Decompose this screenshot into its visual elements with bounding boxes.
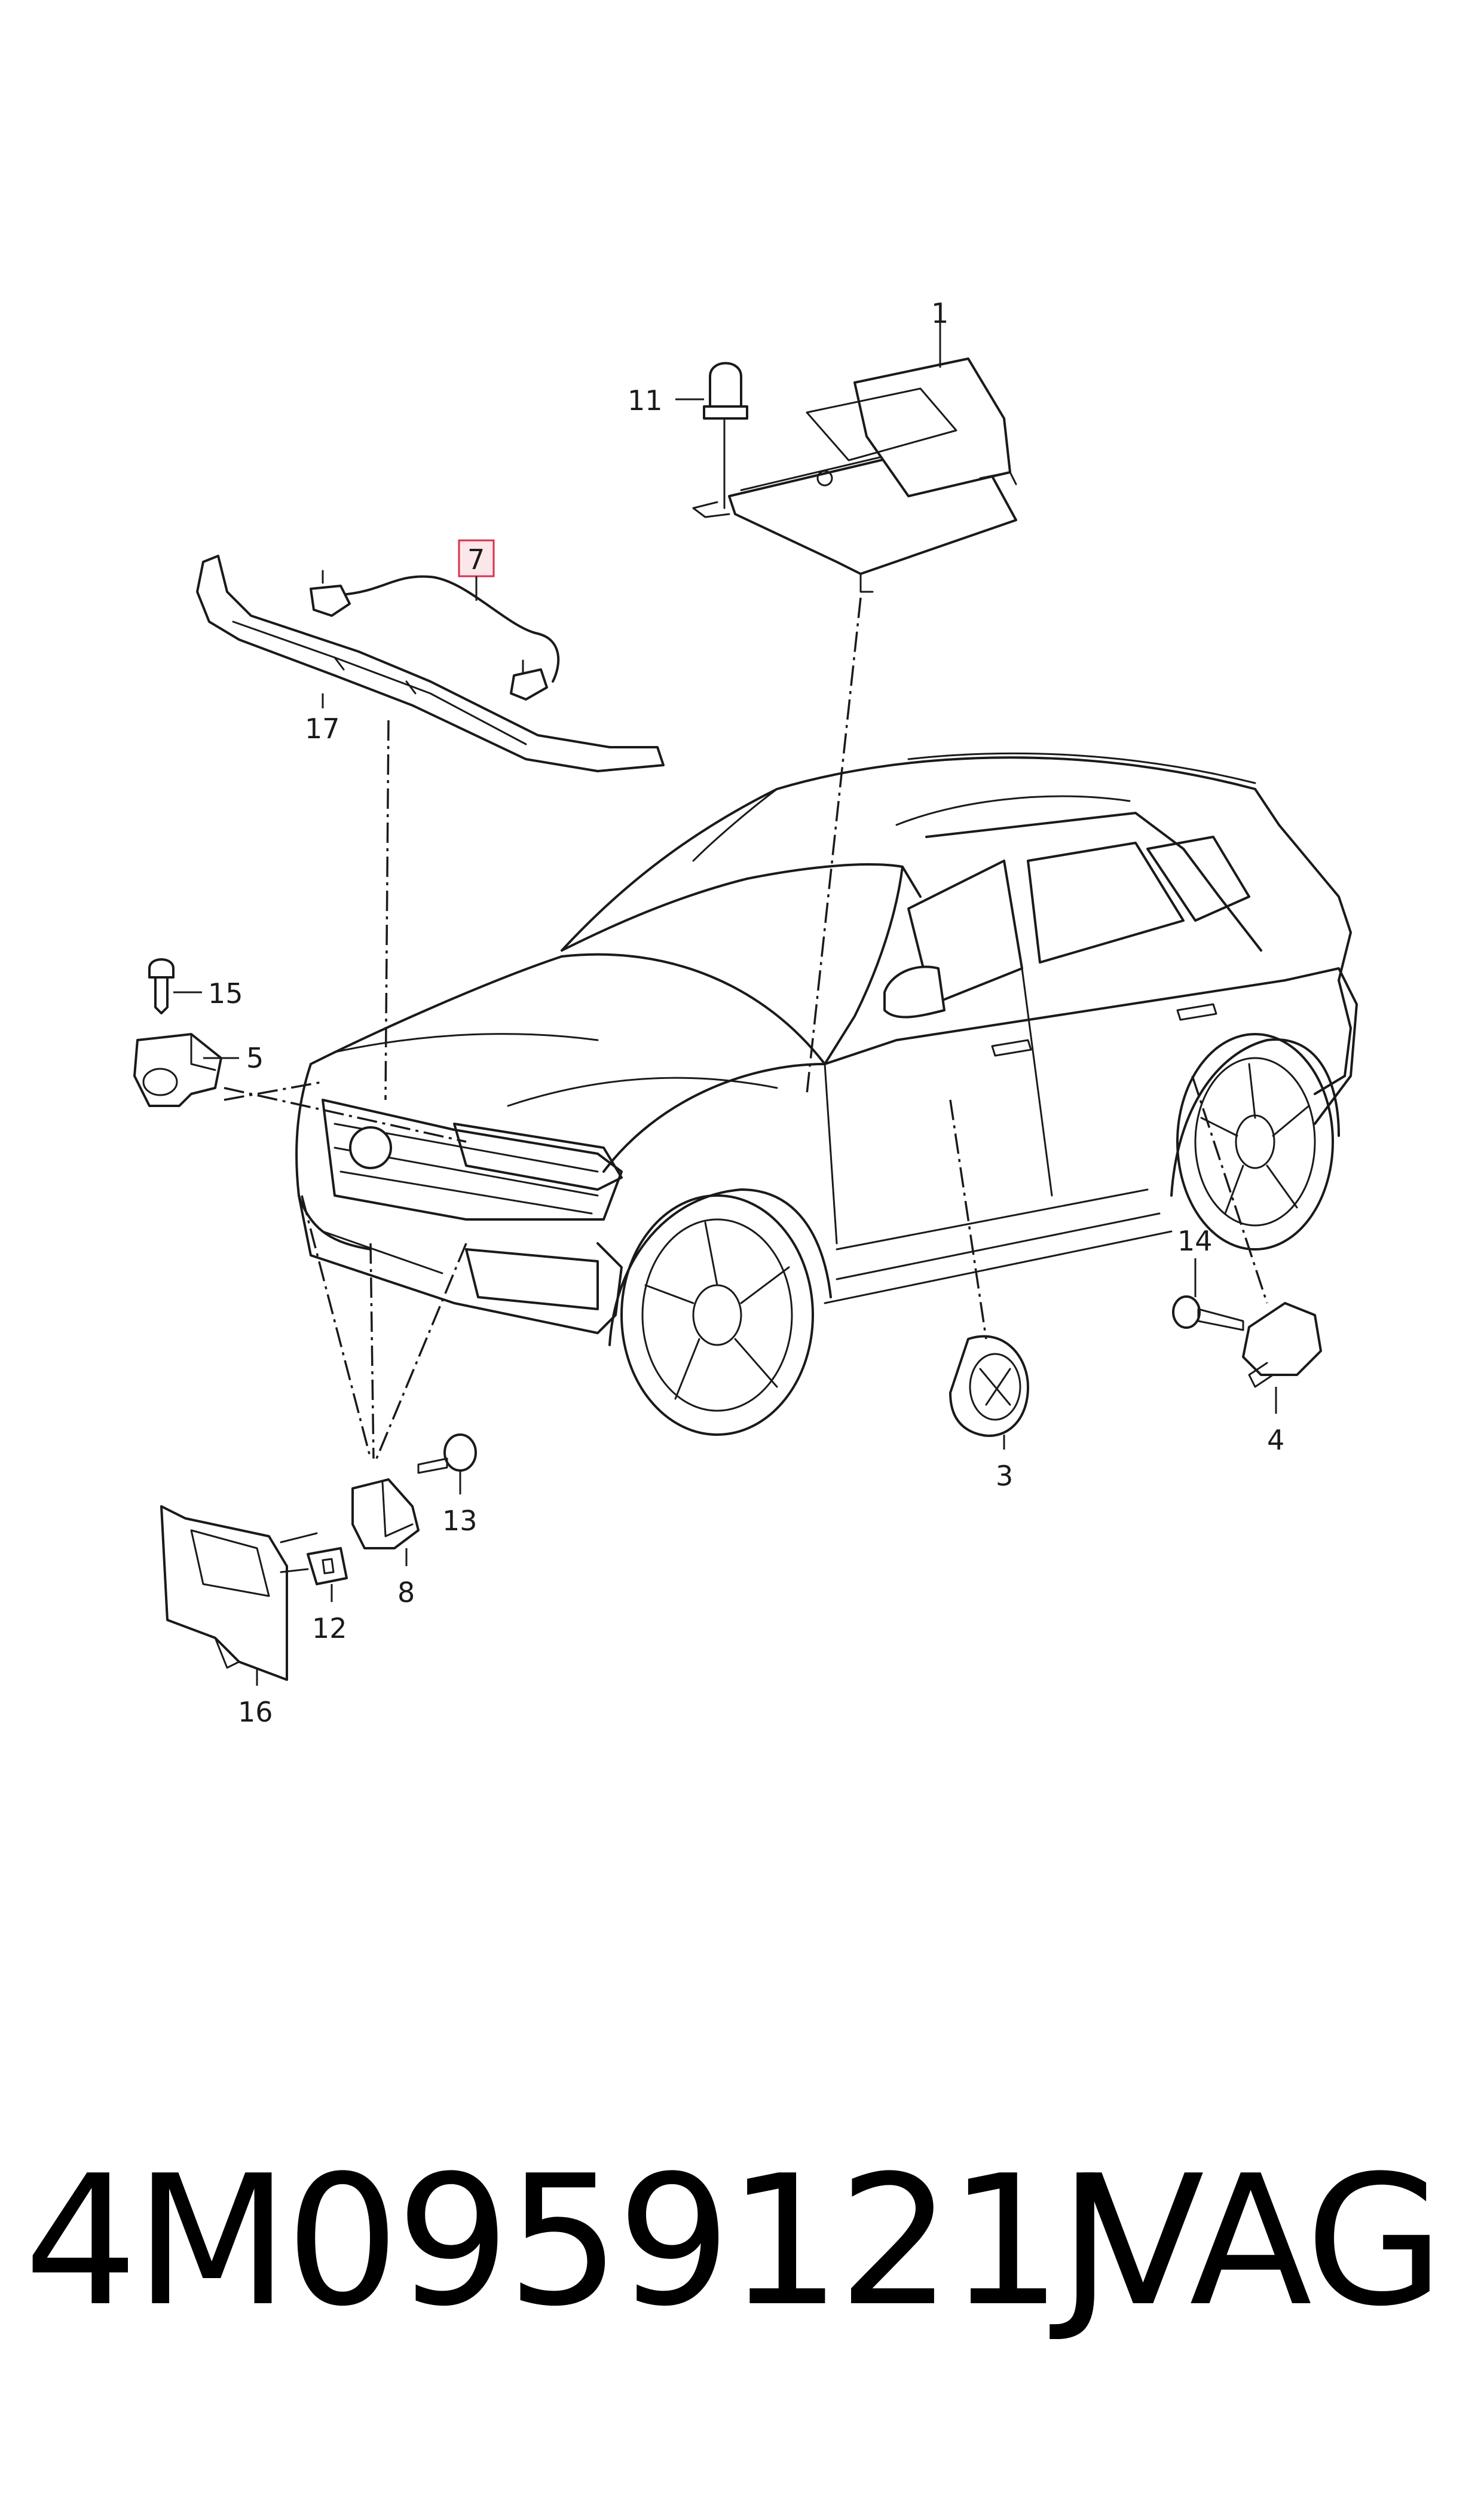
callout-7[interactable]: 7: [467, 543, 485, 576]
callout-11[interactable]: 11: [628, 384, 663, 417]
callout-4[interactable]: 4: [1267, 1424, 1284, 1456]
crash-sensor-rear-part[interactable]: [1242, 1302, 1322, 1388]
clock-spring-part[interactable]: [949, 1335, 1029, 1437]
sensor-wiring-part[interactable]: [310, 570, 560, 701]
vehicle-outline: [295, 752, 1358, 1436]
crash-sensor-front-part[interactable]: [133, 1033, 222, 1107]
brand-name: VAG: [1082, 2137, 1444, 2346]
part-number: 4M0959121J: [24, 2137, 1112, 2346]
connection-line-1: [806, 597, 862, 1095]
parts-diagram: 1 11 7 17 15 5: [133, 297, 1358, 1728]
callout-14[interactable]: 14: [1177, 1225, 1213, 1257]
footer: 4M0959121J VAG: [0, 2128, 1484, 2355]
callout-16[interactable]: 16: [238, 1696, 273, 1728]
sensor-holder-part[interactable]: [160, 1505, 318, 1681]
clip-part[interactable]: [307, 1547, 348, 1585]
airbag-control-unit-part[interactable]: [692, 357, 1017, 593]
bolt-rear-part[interactable]: [1172, 1295, 1244, 1331]
nut-part[interactable]: [703, 362, 748, 509]
callout-13[interactable]: 13: [442, 1505, 478, 1537]
front-sensor-part[interactable]: [351, 1478, 420, 1549]
callout-3[interactable]: 3: [996, 1460, 1013, 1492]
callout-12[interactable]: 12: [312, 1612, 347, 1644]
bolt-part[interactable]: [148, 958, 175, 1014]
callout-5[interactable]: 5: [246, 1042, 264, 1074]
callout-17[interactable]: 17: [305, 713, 340, 745]
bolt-lower-part[interactable]: [417, 1433, 477, 1474]
callout-15[interactable]: 15: [208, 977, 243, 1010]
callout-8[interactable]: 8: [397, 1576, 415, 1609]
bumper-bracket-part[interactable]: [196, 555, 665, 772]
callout-1[interactable]: 1: [931, 297, 948, 329]
